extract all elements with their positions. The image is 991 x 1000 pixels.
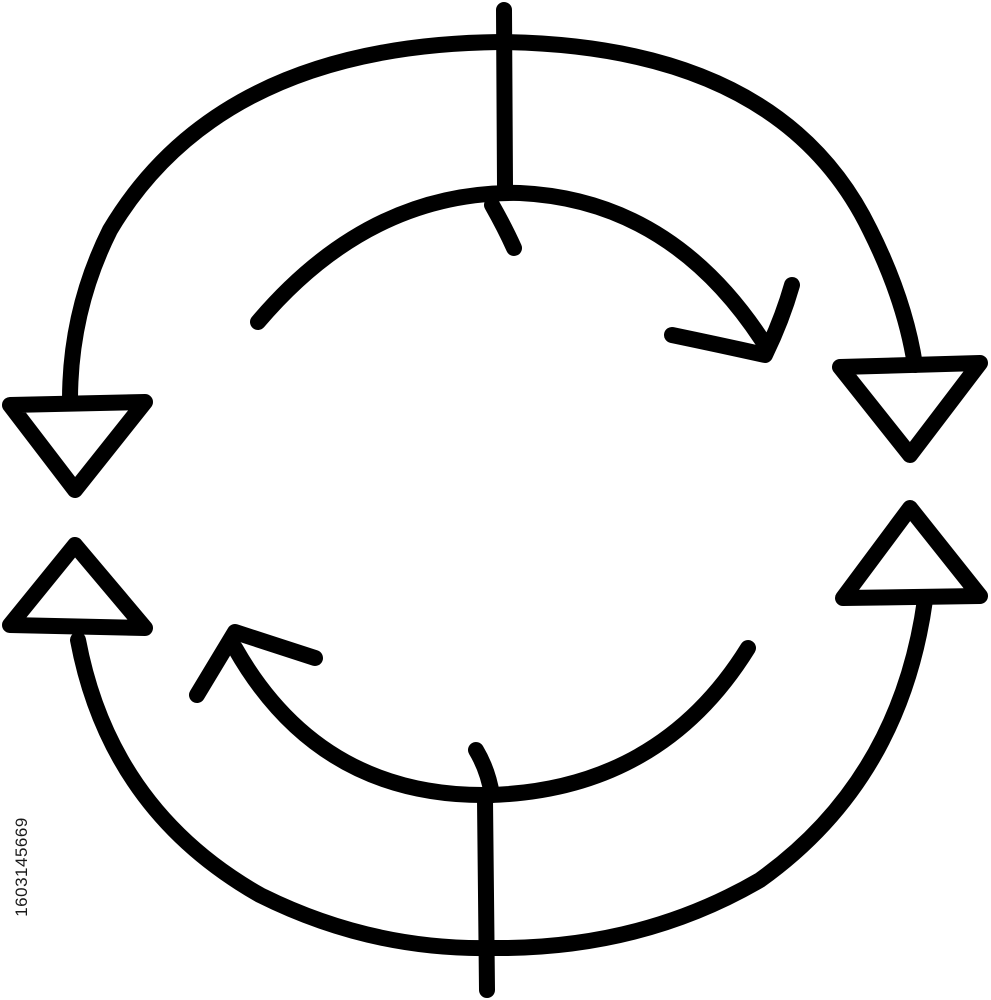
outer-arc-top-right [492, 34, 923, 373]
inner-top-tick [484, 197, 522, 256]
right-down-triangle-icon [832, 355, 988, 463]
stock-id-text: 1603145669 [12, 817, 32, 917]
inner-arc-top [250, 184, 770, 348]
outer-arc-bottom-left [70, 632, 498, 957]
inner-top-arrowhead-icon [664, 277, 800, 363]
left-down-triangle-icon [2, 394, 153, 498]
outer-arc-bottom-right [482, 592, 933, 957]
top-divider-line [496, 2, 513, 193]
outer-arc-top-left [62, 34, 508, 408]
inner-bottom-arrowhead-icon [189, 624, 323, 703]
left-up-triangle-icon [2, 537, 153, 636]
stock-id-watermark: 1603145669 [4, 752, 40, 982]
inner-bottom-tick [468, 742, 500, 803]
bottom-divider-line [477, 792, 495, 998]
right-up-triangle-icon [835, 500, 988, 606]
